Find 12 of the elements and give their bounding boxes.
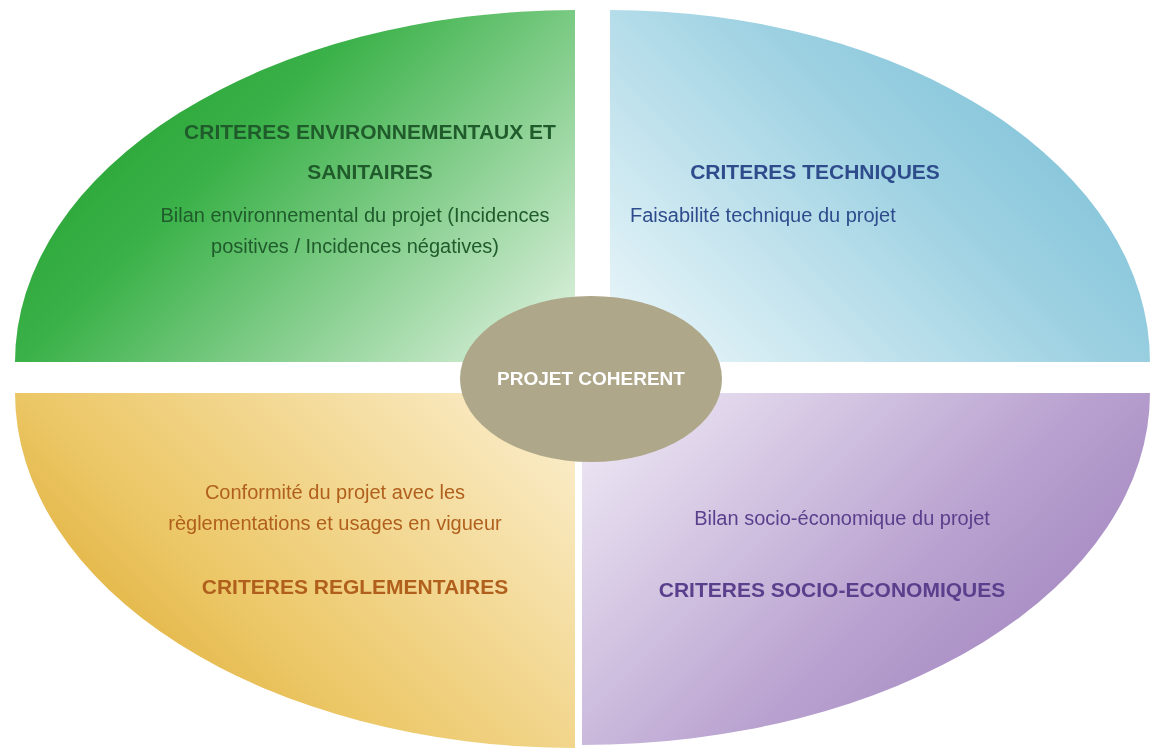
- quadrant-panel: [610, 10, 1150, 362]
- quadrant-text: Conformité du projet avec les règlementations et usages en vigueur: [167, 480, 503, 536]
- center-label: PROJET COHERENT: [497, 368, 685, 390]
- quadrant-heading: CRITERES ENVIRONNEMENTAUX ET SANITAIRES: [183, 119, 557, 185]
- quadrant-panel: [582, 393, 1150, 745]
- quadrant-heading: CRITERES SOCIO-ECONOMIQUES: [657, 577, 1007, 603]
- quadrant-text: Bilan socio-économique du projet: [693, 506, 991, 531]
- quadrant-panel: [15, 393, 575, 748]
- quadrant-text: Faisabilité technique du projet: [630, 203, 897, 228]
- quadrant-text: Bilan environnemental du projet (Incidences positives / Incidences négatives): [159, 203, 551, 259]
- quadrant-heading: CRITERES REGLEMENTAIRES: [200, 574, 510, 600]
- quadrant-heading: CRITERES TECHNIQUES: [689, 159, 941, 185]
